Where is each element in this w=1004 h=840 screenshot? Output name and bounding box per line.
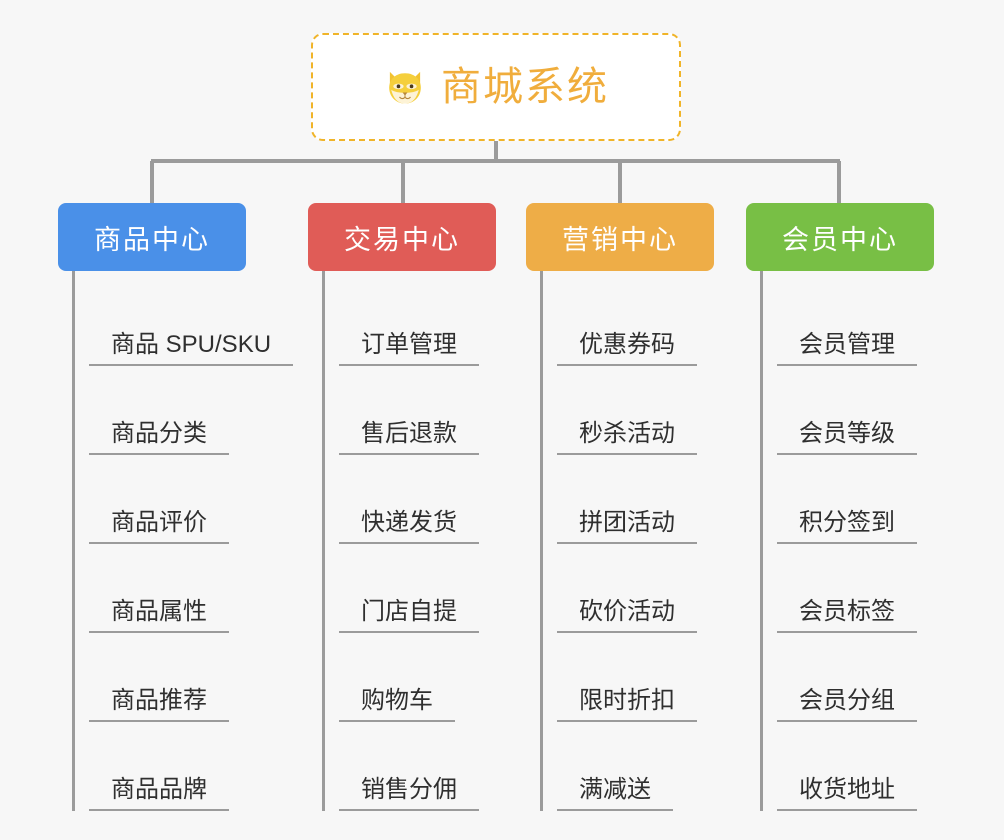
branch-item-list-trade: 订单管理 售后退款 快递发货 门店自提 购物车 销售分佣 [322,271,496,811]
list-item[interactable]: 限时折扣 [557,633,714,722]
list-item-label: 会员标签 [777,598,917,633]
list-item-label: 商品品牌 [89,776,229,811]
list-item-label: 会员管理 [777,331,917,366]
shiba-dog-face-icon [383,65,427,109]
list-item-label: 砍价活动 [557,598,697,633]
branch-header-trade[interactable]: 交易中心 [308,203,496,271]
list-item-label: 商品评价 [89,509,229,544]
branch-header-member[interactable]: 会员中心 [746,203,934,271]
list-item[interactable]: 门店自提 [339,544,496,633]
list-item-label: 积分签到 [777,509,917,544]
list-item[interactable]: 会员管理 [777,277,934,366]
list-item[interactable]: 售后退款 [339,366,496,455]
list-item-label: 售后退款 [339,420,479,455]
list-item[interactable]: 会员分组 [777,633,934,722]
list-item[interactable]: 会员标签 [777,544,934,633]
root-title: 商城系统 [441,65,609,109]
list-item-label: 限时折扣 [557,687,697,722]
list-item[interactable]: 优惠券码 [557,277,714,366]
list-item-label: 收货地址 [777,776,917,811]
list-item[interactable]: 收货地址 [777,722,934,811]
list-item[interactable]: 满减送 [557,722,714,811]
list-item[interactable]: 砍价活动 [557,544,714,633]
list-item[interactable]: 商品评价 [89,455,246,544]
list-item-label: 商品 SPU/SKU [89,331,294,366]
list-item[interactable]: 商品分类 [89,366,246,455]
branch-item-list-product: 商品 SPU/SKU 商品分类 商品评价 商品属性 商品推荐 商品品牌 [72,271,294,811]
list-item[interactable]: 订单管理 [339,277,496,366]
list-item-label: 满减送 [557,776,673,811]
list-item-label: 拼团活动 [557,509,697,544]
branch-column-member: 会员中心 会员管理 会员等级 积分签到 会员标签 会员分组 收货地址 [746,203,934,811]
list-item[interactable]: 商品属性 [89,544,246,633]
list-item[interactable]: 拼团活动 [557,455,714,544]
list-item[interactable]: 商品推荐 [89,633,246,722]
list-item-label: 购物车 [339,687,455,722]
branch-header-label: 商品中心 [94,224,210,255]
list-item[interactable]: 快递发货 [339,455,496,544]
list-item-label: 会员等级 [777,420,917,455]
list-item-label: 销售分佣 [339,776,479,811]
branch-header-label: 会员中心 [782,224,898,255]
list-item-label: 商品推荐 [89,687,229,722]
branch-column-product: 商品中心 商品 SPU/SKU 商品分类 商品评价 商品属性 商品推荐 商品品牌 [58,203,294,811]
list-item-label: 商品分类 [89,420,229,455]
branch-column-trade: 交易中心 订单管理 售后退款 快递发货 门店自提 购物车 销售分佣 [308,203,496,811]
root-node[interactable]: 商城系统 [311,33,681,141]
list-item-label: 商品属性 [89,598,229,633]
branch-header-product[interactable]: 商品中心 [58,203,246,271]
branch-header-marketing[interactable]: 营销中心 [526,203,714,271]
branch-header-label: 营销中心 [562,224,678,255]
list-item-label: 快递发货 [339,509,479,544]
list-item[interactable]: 商品品牌 [89,722,246,811]
branch-item-list-member: 会员管理 会员等级 积分签到 会员标签 会员分组 收货地址 [760,271,934,811]
list-item-label: 订单管理 [339,331,479,366]
branch-item-list-marketing: 优惠券码 秒杀活动 拼团活动 砍价活动 限时折扣 满减送 [540,271,714,811]
list-item[interactable]: 会员等级 [777,366,934,455]
branch-column-marketing: 营销中心 优惠券码 秒杀活动 拼团活动 砍价活动 限时折扣 满减送 [526,203,714,811]
list-item[interactable]: 积分签到 [777,455,934,544]
list-item-label: 优惠券码 [557,331,697,366]
list-item-label: 会员分组 [777,687,917,722]
list-item[interactable]: 销售分佣 [339,722,496,811]
list-item[interactable]: 购物车 [339,633,496,722]
list-item-label: 秒杀活动 [557,420,697,455]
branch-header-label: 交易中心 [344,224,460,255]
list-item[interactable]: 商品 SPU/SKU [89,277,294,366]
list-item-label: 门店自提 [339,598,479,633]
list-item[interactable]: 秒杀活动 [557,366,714,455]
